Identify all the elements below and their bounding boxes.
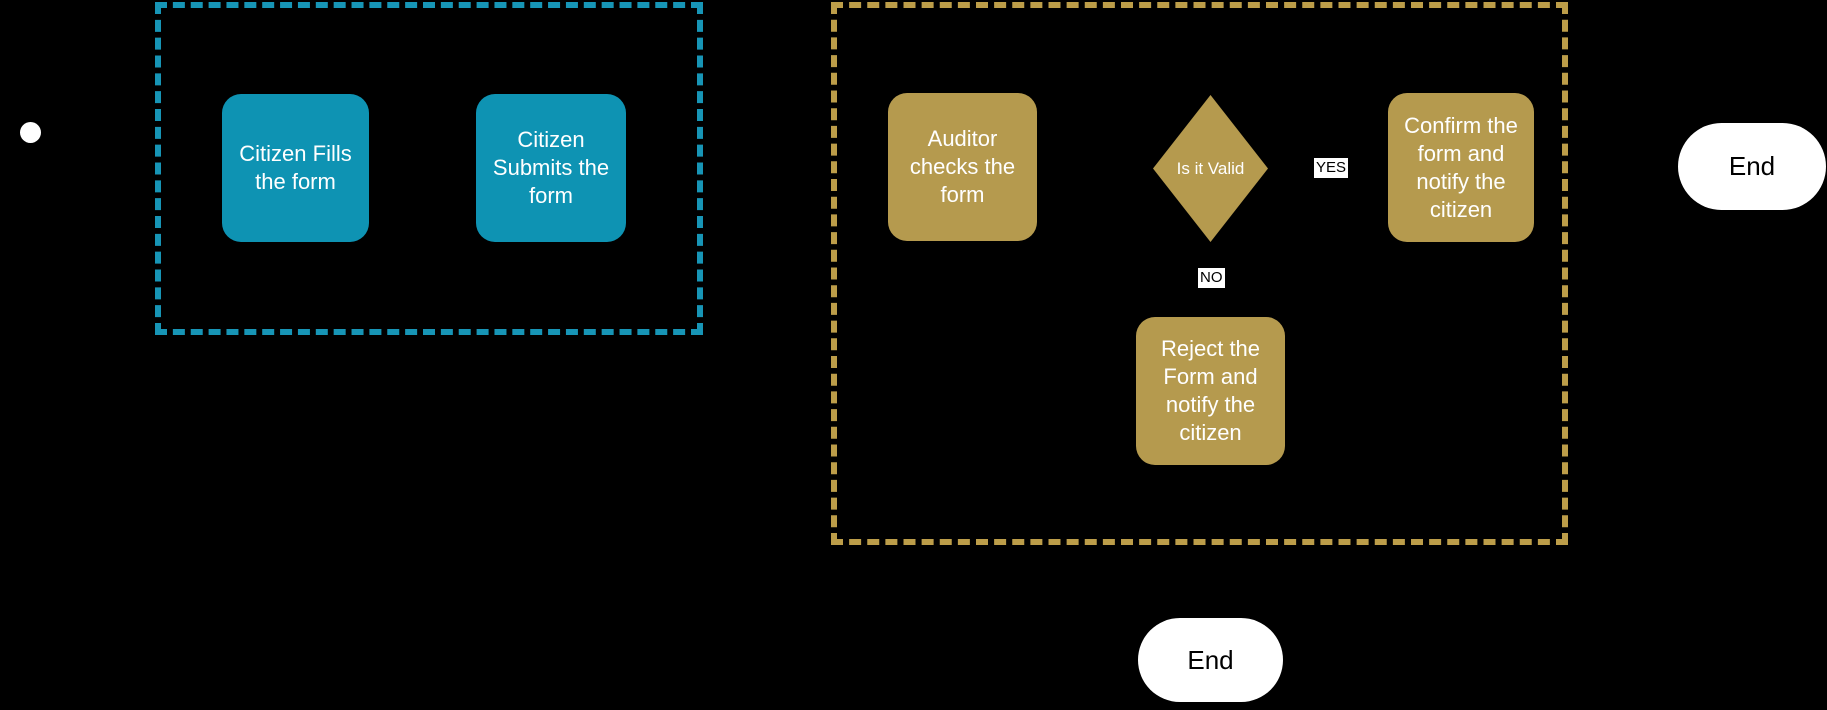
node-label: Citizen Submits the form xyxy=(492,127,610,208)
node-reject-form: Reject the Form and notify the citizen xyxy=(1136,317,1285,465)
node-label: Confirm the form and notify the citizen xyxy=(1404,112,1518,222)
node-citizen-fills-form: Citizen Fills the form xyxy=(222,94,369,242)
start-node-icon xyxy=(20,122,41,143)
node-end-main: End xyxy=(1678,123,1826,210)
edge-label-yes: YES xyxy=(1314,158,1349,178)
node-label: Is it Valid xyxy=(1176,158,1245,178)
node-label: Auditor checks the form xyxy=(909,126,1016,207)
edge-label-text: YES xyxy=(1316,159,1347,176)
node-citizen-submits-form: Citizen Submits the form xyxy=(476,94,626,242)
node-label: End xyxy=(1728,151,1776,181)
node-label: Citizen Fills the form xyxy=(239,141,352,194)
node-label: End xyxy=(1187,644,1234,675)
auditor-lane xyxy=(831,2,1568,545)
citizen-lane xyxy=(155,2,703,335)
node-confirm-form: Confirm the form and notify the citizen xyxy=(1388,93,1534,242)
edge-label-text: NO xyxy=(1200,269,1223,286)
node-label: Reject the Form and notify the citizen xyxy=(1160,336,1261,445)
node-end-reject: End xyxy=(1138,618,1283,702)
node-auditor-checks-form: Auditor checks the form xyxy=(888,93,1037,241)
edge-label-no: NO xyxy=(1198,268,1225,288)
